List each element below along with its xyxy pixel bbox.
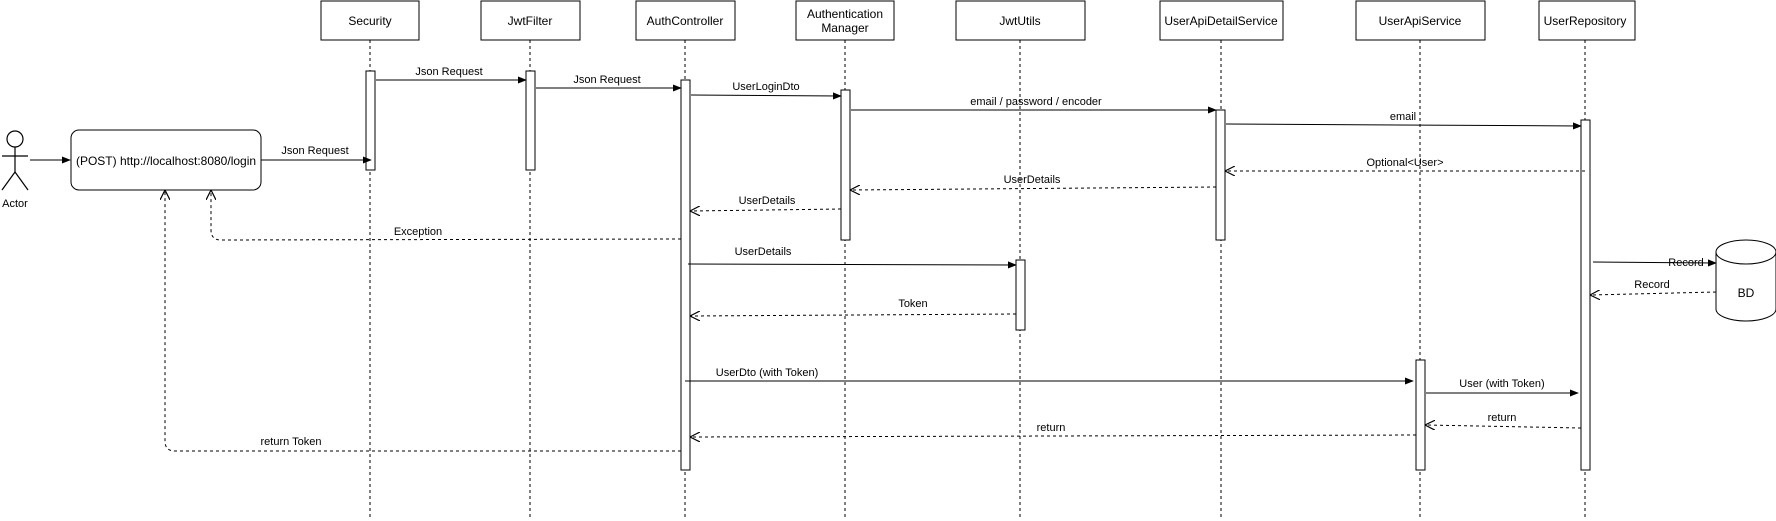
participant-label-jwt-utils: JwtUtils	[999, 14, 1040, 28]
activation-jwt-filter	[525, 70, 536, 171]
activation-user-repository	[1580, 119, 1591, 471]
message-line-authcontroller-return-token	[165, 191, 681, 452]
participant-jwt-filter	[480, 0, 581, 41]
activation-security	[365, 70, 376, 171]
participant-user-api-service	[1355, 0, 1486, 41]
message-label-request-to-security: Json Request	[281, 145, 348, 157]
message-line-authcontroller-exception	[211, 191, 682, 241]
activation-jwt-utils	[1015, 259, 1026, 331]
participant-label-authentication-manager-line2: Manager	[821, 21, 868, 35]
message-line-detailservice-to-authmanager	[851, 187, 1217, 190]
message-label-authcontroller-to-userapiservice: UserDto (with Token)	[716, 367, 819, 379]
message-label-authcontroller-to-jwtutils: UserDetails	[735, 246, 792, 258]
message-label-db-to-repository: Record	[1634, 279, 1669, 291]
message-label-authmanager-to-detailservice: email / password / encoder	[970, 96, 1102, 108]
message-label-jwtfilter-to-authcontroller: Json Request	[573, 74, 640, 86]
request-box-label: (POST) http://localhost:8080/login	[76, 154, 256, 168]
message-label-authcontroller-exception: Exception	[394, 226, 442, 238]
message-line-authcontroller-to-jwtutils	[687, 261, 1017, 269]
message-line-authmanager-to-authcontroller	[691, 209, 842, 211]
participant-authentication-manager	[795, 0, 895, 41]
message-label-authcontroller-return-token: return Token	[261, 436, 322, 448]
message-label-detailservice-to-authmanager: UserDetails	[1004, 174, 1061, 186]
actor-figure	[1, 130, 29, 191]
participant-user-repository	[1538, 0, 1636, 41]
message-line-repository-to-userapiservice	[1426, 425, 1582, 428]
participant-label-security: Security	[348, 14, 391, 28]
message-line-db-to-repository	[1591, 292, 1717, 295]
message-line-jwtutils-to-authcontroller	[691, 314, 1017, 316]
participant-jwt-utils	[955, 0, 1086, 41]
actor-label: Actor	[2, 198, 28, 210]
message-label-jwtutils-to-authcontroller: Token	[898, 298, 927, 310]
activation-authentication-manager	[840, 89, 851, 241]
database-cylinder	[1715, 239, 1776, 322]
message-label-userapiservice-to-repository: User (with Token)	[1459, 378, 1544, 390]
message-label-repository-to-detailservice: Optional<User>	[1366, 157, 1443, 169]
message-label-detailservice-to-repository: email	[1390, 111, 1416, 123]
activation-user-api-detail-service	[1215, 109, 1226, 241]
participant-label-user-repository: UserRepository	[1544, 14, 1627, 28]
message-label-authcontroller-to-authmanager: UserLoginDto	[732, 81, 799, 93]
participant-label-user-api-service: UserApiService	[1379, 14, 1462, 28]
message-line-userapiservice-to-authcontroller	[691, 435, 1417, 437]
participant-label-authentication-manager-line1: Authentication	[807, 7, 883, 21]
message-line-detailservice-to-repository	[1225, 122, 1582, 130]
participant-user-api-detail-service	[1159, 0, 1284, 41]
activation-user-api-service	[1415, 359, 1426, 471]
message-label-authmanager-to-authcontroller: UserDetails	[739, 195, 796, 207]
message-label-repository-to-db: Record	[1668, 257, 1703, 269]
message-line-repository-to-db	[1592, 259, 1717, 267]
participant-auth-controller	[635, 0, 736, 41]
participant-label-user-api-detail-service: UserApiDetailService	[1164, 14, 1278, 28]
message-label-security-to-jwtfilter: Json Request	[415, 66, 482, 78]
database-label: BD	[1738, 286, 1755, 300]
message-label-repository-to-userapiservice: return	[1488, 412, 1517, 424]
message-line-authcontroller-to-authmanager	[690, 92, 842, 100]
message-label-userapiservice-to-authcontroller: return	[1037, 422, 1066, 434]
participant-label-jwt-filter: JwtFilter	[508, 14, 553, 28]
activation-auth-controller	[680, 79, 691, 471]
participant-security	[320, 0, 420, 41]
participant-label-auth-controller: AuthController	[647, 14, 724, 28]
